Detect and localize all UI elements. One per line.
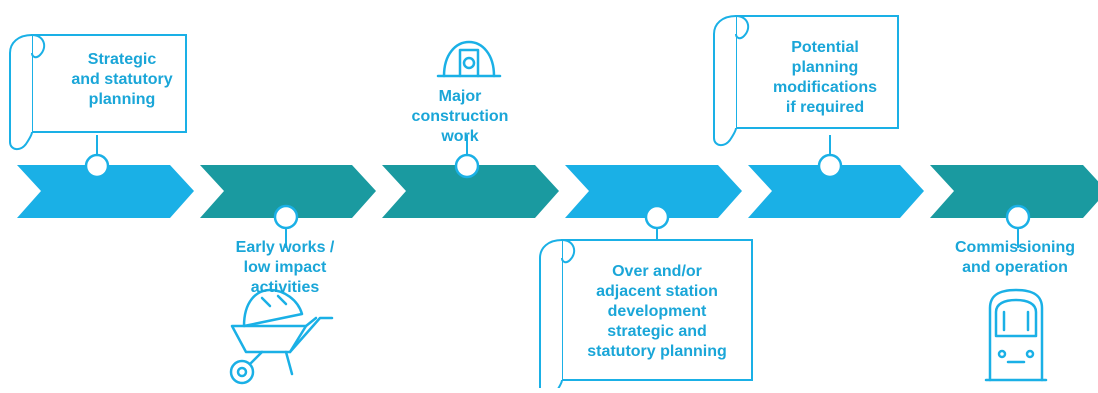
stage-5-label: Potential planning modifications if requ… <box>772 39 877 116</box>
scroll-roll <box>9 34 33 150</box>
train-light-left <box>997 349 1007 359</box>
barrow-handle-2 <box>304 316 318 328</box>
dirt-mound <box>242 288 304 328</box>
barrow-wheel <box>229 359 255 385</box>
train-light-right <box>1025 349 1035 359</box>
hard-hat-icon <box>436 40 502 78</box>
scroll-icon <box>9 34 187 150</box>
train-body <box>988 288 1044 382</box>
hat-dome <box>442 40 496 78</box>
scroll-body <box>31 34 187 133</box>
hat-badge <box>462 56 476 70</box>
train-window <box>994 298 1038 338</box>
marker-circle <box>454 153 480 179</box>
scroll-roll <box>539 239 563 393</box>
stage-6-marker <box>1005 204 1031 248</box>
scroll-icon <box>539 239 753 393</box>
scroll-body <box>735 15 899 129</box>
stage-3-label: Major construction work <box>411 88 509 145</box>
marker-circle <box>84 153 110 179</box>
train-icon <box>984 288 1048 382</box>
stage-5-marker <box>817 135 843 179</box>
barrow-handle <box>288 316 334 354</box>
stage-3-marker <box>454 135 480 179</box>
barrow-hub <box>236 366 248 378</box>
dirt-detail <box>260 294 288 308</box>
scroll-curl <box>735 15 750 40</box>
chevron-2 <box>200 165 376 218</box>
stage-1-label: Strategic and statutory planning <box>71 51 173 108</box>
scroll-curl <box>31 34 46 59</box>
stage-4-label: Over and/or adjacent station development… <box>587 263 727 360</box>
barrow-frame <box>248 350 264 366</box>
hat-ridge <box>458 48 480 78</box>
stage-2-marker <box>273 204 299 248</box>
scroll-roll <box>713 15 737 146</box>
stage-1-marker <box>84 135 110 179</box>
marker-circle <box>644 204 670 230</box>
chevron-5 <box>748 165 924 218</box>
marker-circle <box>817 153 843 179</box>
scroll-body <box>561 239 753 381</box>
scroll-icon <box>713 15 899 146</box>
chevron-4 <box>565 165 742 218</box>
barrow-leg <box>284 350 294 376</box>
marker-circle <box>273 204 299 230</box>
stage-2-label: Early works / low impact activities <box>235 239 335 296</box>
chevron-1 <box>17 165 194 218</box>
wheelbarrow-icon <box>229 288 334 385</box>
marker-circle <box>1005 204 1031 230</box>
scroll-curl <box>561 239 576 264</box>
train-wipers <box>1002 310 1030 332</box>
chevron-6 <box>930 165 1098 218</box>
stage-6-label: Commissioning and operation <box>954 239 1075 276</box>
chevron-3 <box>382 165 559 218</box>
